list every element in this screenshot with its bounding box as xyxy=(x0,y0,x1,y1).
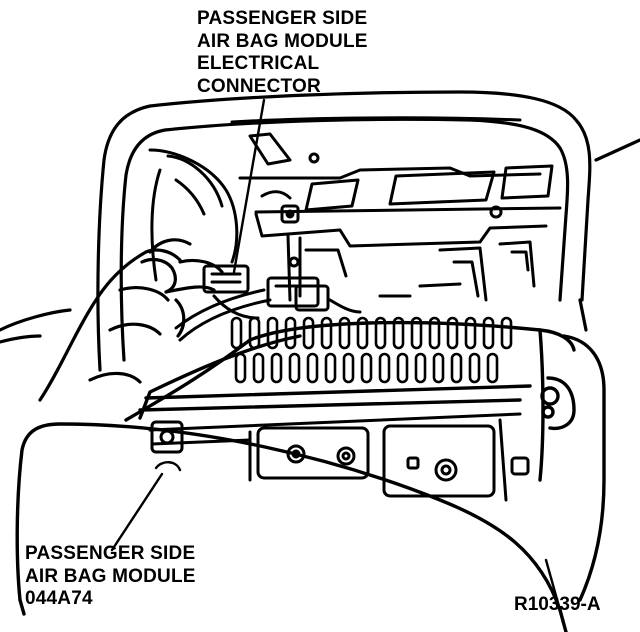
module-callout-line: PASSENGER SIDE xyxy=(25,543,196,564)
module-callout-line: 044A74 xyxy=(25,588,93,609)
instrument-panel-pad xyxy=(15,422,568,632)
connector-callout-line: CONNECTOR xyxy=(197,75,321,97)
figure-reference-id: R10339-A xyxy=(514,594,601,615)
vent-slots-lower xyxy=(234,352,499,384)
connector-callout-line: AIR BAG MODULE xyxy=(197,30,368,52)
airbag-module xyxy=(124,320,606,602)
hand xyxy=(38,238,224,402)
upper-bracket xyxy=(230,116,562,248)
connector-callout-line: PASSENGER SIDE xyxy=(197,8,368,29)
cavity-left-wall xyxy=(148,148,239,282)
mounting-struts xyxy=(286,234,536,302)
connector-callout-label: PASSENGER SIDE AIR BAG MODULE ELECTRICAL… xyxy=(197,8,368,98)
connector-callout-line: ELECTRICAL xyxy=(197,53,320,74)
module-lower-housing xyxy=(148,412,530,502)
vent-slots-upper xyxy=(230,316,513,350)
module-callout-line: AIR BAG MODULE xyxy=(25,565,196,587)
dashboard-frame xyxy=(0,90,640,372)
module-callout-label: PASSENGER SIDE AIR BAG MODULE 044A74 xyxy=(25,543,196,611)
